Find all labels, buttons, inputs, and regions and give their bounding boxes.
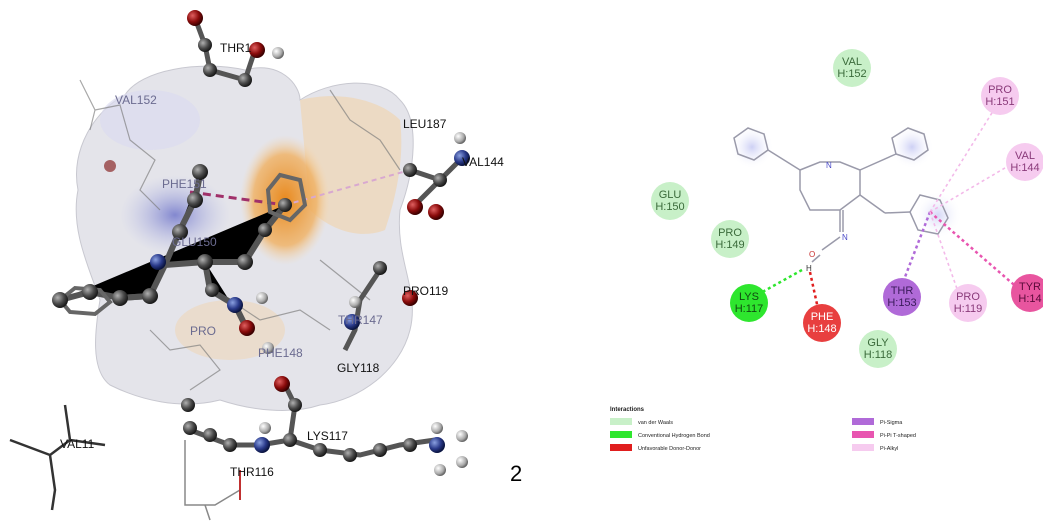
surface-patch-lavender xyxy=(100,90,200,150)
residue-tyr14x: TYR H:14 xyxy=(1011,274,1043,312)
svg-text:Unfavorable Donor-Donor: Unfavorable Donor-Donor xyxy=(638,446,701,452)
label-phe148: PHE148 xyxy=(258,346,303,360)
legend-title: Interactions xyxy=(610,407,645,413)
label-val152: VAL152 xyxy=(115,93,157,107)
svg-text:TYR: TYR xyxy=(1019,281,1041,293)
svg-text:Conventional Hydrogen Bond: Conventional Hydrogen Bond xyxy=(638,433,710,439)
thr116-sticks xyxy=(184,440,241,521)
label-gly118: GLY118 xyxy=(337,361,380,375)
interaction-2d-diagram: N N O H VAL H:152 PRO H:151 VAL H:144 GL… xyxy=(530,0,1043,523)
svg-text:H:148: H:148 xyxy=(807,323,836,335)
legend-item-vdw: van der Waals xyxy=(610,418,673,426)
svg-text:THR: THR xyxy=(891,285,914,297)
legend-item-pi-sigma: Pi-Sigma xyxy=(852,418,903,426)
interaction-2d-svg: N N O H VAL H:152 PRO H:151 VAL H:144 GL… xyxy=(610,49,1043,452)
svg-text:Pi-Alkyl: Pi-Alkyl xyxy=(880,446,898,452)
residue-thr153: THR H:153 xyxy=(883,278,921,316)
label-pro119: PRO119 xyxy=(403,284,448,298)
svg-text:H:152: H:152 xyxy=(837,68,866,80)
svg-text:GLY: GLY xyxy=(867,337,889,349)
residue-atoms xyxy=(104,10,470,476)
svg-text:PHE: PHE xyxy=(811,311,834,323)
val11-sticks xyxy=(9,404,106,511)
atom-n2: N xyxy=(842,233,848,242)
label-glu150: GLU150 xyxy=(172,235,217,249)
legend-item-donor-donor: Unfavorable Donor-Donor xyxy=(610,444,701,452)
svg-text:van der Waals: van der Waals xyxy=(638,420,673,426)
ligand-atoms xyxy=(52,164,292,354)
phenyl-ring-top xyxy=(265,172,308,223)
residue-pro149: PRO H:149 xyxy=(711,220,749,258)
label-val144: VAL144 xyxy=(462,155,504,169)
residue-val152: VAL H:152 xyxy=(833,49,871,87)
label-lys117: LYS117 xyxy=(307,429,348,443)
svg-text:PRO: PRO xyxy=(718,227,742,239)
phenyl-ring-left xyxy=(57,285,113,317)
residue-lys117: LYS H:117 xyxy=(730,284,768,322)
legend-item-hbond: Conventional Hydrogen Bond xyxy=(610,431,710,439)
svg-text:PRO: PRO xyxy=(956,291,980,303)
ligand-skeleton xyxy=(733,127,949,263)
label-val11: VAL11 xyxy=(60,437,95,451)
solvent-halos xyxy=(730,125,962,239)
svg-text:H:144: H:144 xyxy=(1010,162,1039,174)
label-thr: THR1 xyxy=(220,41,252,55)
surface-patch-blue xyxy=(120,175,230,255)
svg-text:VAL: VAL xyxy=(842,56,862,68)
svg-text:H:153: H:153 xyxy=(887,297,916,309)
svg-text:H:117: H:117 xyxy=(735,303,764,315)
interactions-legend: Interactions van der Waals Conventional … xyxy=(610,407,916,452)
atom-o: O xyxy=(809,250,815,259)
panel-number: 2 xyxy=(510,461,523,486)
svg-text:H:118: H:118 xyxy=(864,349,893,361)
svg-text:GLU: GLU xyxy=(659,189,682,201)
svg-text:H:149: H:149 xyxy=(715,239,744,251)
residue-pro151: PRO H:151 xyxy=(981,77,1019,115)
docking-3d-view: THR1 VAL152 LEU187 VAL144 PHE151 GLU150 … xyxy=(9,10,504,521)
label-phe151: PHE151 xyxy=(162,177,207,191)
svg-text:PRO: PRO xyxy=(988,84,1012,96)
svg-text:VAL: VAL xyxy=(1015,150,1035,162)
residue-phe148: PHE H:148 xyxy=(803,304,841,342)
docking-3d-svg: THR1 VAL152 LEU187 VAL144 PHE151 GLU150 … xyxy=(9,10,504,521)
atom-n1: N xyxy=(826,161,832,170)
backbone-lines xyxy=(79,79,401,391)
legend-item-pi-pi: Pi-Pi T-shaped xyxy=(852,431,916,439)
interaction-lines xyxy=(747,99,1021,319)
label-leu187: LEU187 xyxy=(403,117,447,131)
residue-glu150: GLU H:150 xyxy=(651,182,689,220)
residue-gly118: GLY H:118 xyxy=(859,330,897,368)
label-thr116: THR116 xyxy=(230,465,274,479)
atom-h: H xyxy=(806,264,812,273)
svg-text:Pi-Pi T-shaped: Pi-Pi T-shaped xyxy=(880,433,916,439)
residue-val144: VAL H:144 xyxy=(1006,143,1043,181)
svg-text:H:14: H:14 xyxy=(1018,293,1041,305)
svg-text:H:150: H:150 xyxy=(655,201,684,213)
legend-item-pi-alkyl: Pi-Alkyl xyxy=(852,444,898,452)
label-pro: PRO xyxy=(190,324,216,338)
svg-text:H:151: H:151 xyxy=(985,96,1014,108)
svg-text:LYS: LYS xyxy=(739,291,759,303)
label-thr147: THR147 xyxy=(338,313,383,327)
svg-text:Pi-Sigma: Pi-Sigma xyxy=(880,420,903,426)
svg-text:H:119: H:119 xyxy=(954,303,983,315)
surface-patch-tan2 xyxy=(175,300,285,360)
residue-pro119: PRO H:119 xyxy=(949,284,987,322)
